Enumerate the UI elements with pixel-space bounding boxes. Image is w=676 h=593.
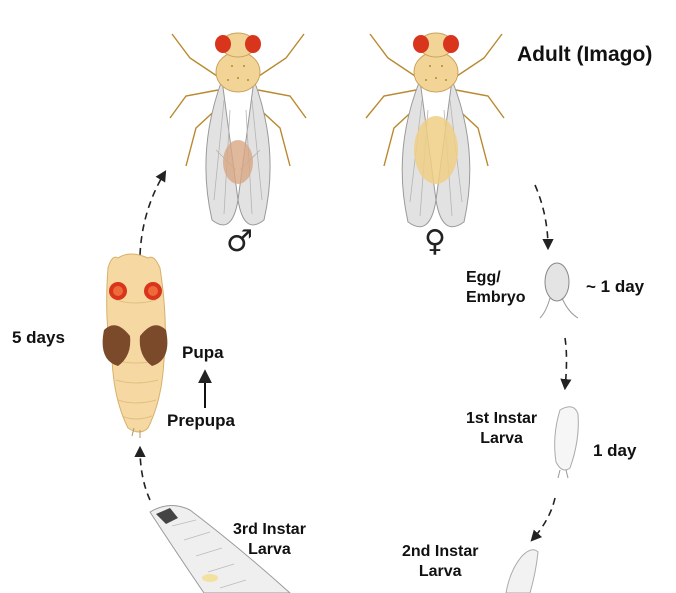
egg-label: Egg/ Embryo — [466, 268, 526, 308]
third-instar-label-line2: Larva — [233, 540, 306, 560]
second-instar-label-line1: 2nd Instar — [402, 542, 478, 562]
prepupa-label: Prepupa — [167, 411, 235, 431]
arrow-first-to-second-instar — [532, 498, 555, 540]
arrow-pupa-to-adult — [140, 172, 165, 255]
second-instar-larva-illustration — [506, 550, 538, 593]
egg-duration: ~ 1 day — [586, 277, 644, 297]
egg-illustration — [540, 263, 578, 318]
pupa-illustration — [103, 254, 168, 438]
first-instar-larva-illustration — [555, 407, 579, 478]
male-fly-illustration — [170, 33, 306, 225]
pupa-duration: 5 days — [12, 328, 65, 348]
egg-label-line2: Embryo — [466, 288, 526, 308]
arrow-egg-to-first-instar — [565, 338, 567, 388]
first-instar-duration: 1 day — [593, 441, 636, 461]
arrow-third-instar-to-pupa — [140, 448, 150, 500]
first-instar-label-line1: 1st Instar — [466, 409, 537, 429]
first-instar-label-line2: Larva — [466, 429, 537, 449]
second-instar-label: 2nd Instar Larva — [402, 542, 478, 582]
arrow-adult-to-egg — [535, 185, 548, 248]
pupa-label: Pupa — [182, 343, 224, 363]
third-instar-label-line1: 3rd Instar — [233, 520, 306, 540]
first-instar-label: 1st Instar Larva — [466, 409, 537, 449]
female-symbol: ♀ — [424, 224, 446, 259]
title-adult-imago: Adult (Imago) — [517, 43, 652, 67]
egg-label-line1: Egg/ — [466, 268, 526, 288]
female-fly-illustration — [366, 33, 504, 227]
second-instar-label-line2: Larva — [402, 562, 478, 582]
third-instar-label: 3rd Instar Larva — [233, 520, 306, 560]
male-symbol: ♂ — [226, 224, 253, 259]
